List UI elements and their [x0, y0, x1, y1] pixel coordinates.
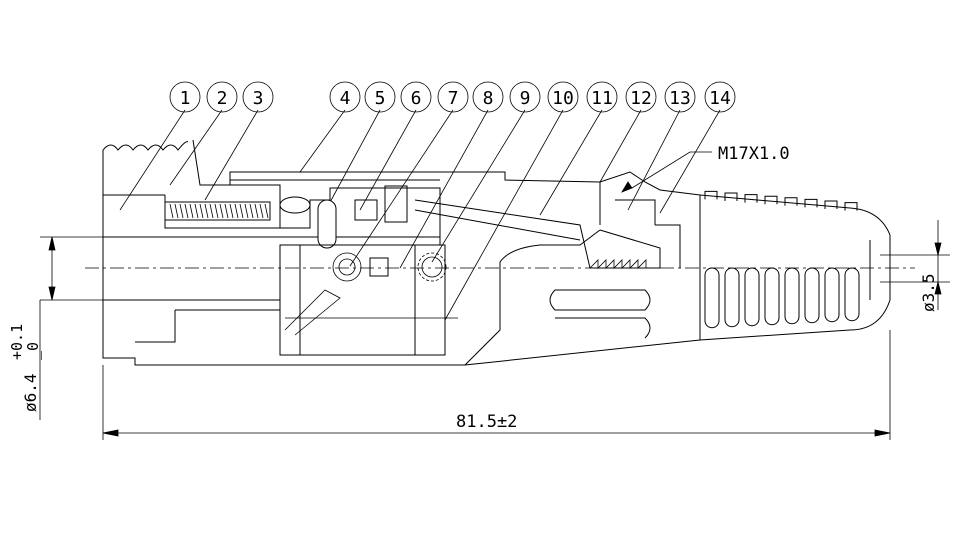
callout-7: 7 [437, 81, 469, 113]
spring-coil [249, 203, 254, 219]
boot-rib-top [824, 200, 838, 209]
callout-label: 7 [448, 88, 459, 109]
boot-rib-top [744, 194, 758, 203]
spring-coil [264, 203, 269, 219]
boot-rib-top [724, 192, 738, 201]
spring-coil [239, 203, 244, 219]
spring-coil [179, 203, 184, 219]
callout-label: 11 [591, 88, 613, 109]
callout-circle [586, 81, 618, 113]
spring-coil [259, 203, 264, 219]
dimension-lines [39, 181, 950, 440]
spring-coil [234, 203, 239, 219]
boot-rib [704, 267, 720, 329]
callout-circle [547, 81, 579, 113]
callout-6: 6 [400, 81, 432, 113]
spring-coil [189, 203, 194, 219]
boot-rib-top [844, 202, 858, 211]
boot-rib [784, 267, 800, 325]
spring [169, 203, 269, 219]
spring-coil [194, 203, 199, 219]
callout-circle [169, 81, 201, 113]
callout-label: 5 [375, 88, 386, 109]
boot-rib [844, 267, 860, 322]
boot-rib [764, 267, 780, 326]
boot-ribs [704, 190, 860, 329]
callout-11: 11 [586, 81, 618, 113]
callout-label: 13 [669, 88, 691, 109]
callout-circle [472, 81, 504, 113]
left-tolerance-lower: _0 [24, 342, 42, 360]
boot-rib-top [784, 197, 798, 206]
callout-2: 2 [206, 81, 238, 113]
callout-circle [400, 81, 432, 113]
callout-label: 10 [552, 88, 574, 109]
spring-coil [174, 203, 179, 219]
spring-coil [169, 203, 174, 219]
boot-rib [744, 267, 760, 327]
callout-13: 13 [664, 81, 696, 113]
callout-label: 2 [217, 88, 228, 109]
spring-coil [204, 203, 209, 219]
callout-10: 10 [547, 81, 579, 113]
right-diameter-label: ø3.5 [919, 273, 938, 312]
spring-coil [244, 203, 249, 219]
boot-rib-top [804, 198, 818, 208]
callout-label: 1 [180, 88, 191, 109]
spring-coil [229, 203, 234, 219]
boot-rib [724, 267, 740, 328]
spring-coil [254, 203, 259, 219]
spring-coil [219, 203, 224, 219]
left-tolerance-upper: +0.1 [8, 324, 26, 360]
callout-circle [206, 81, 238, 113]
connector-body [102, 139, 891, 366]
boot-rib [804, 267, 820, 324]
callout-14: 14 [704, 81, 736, 113]
callout-circle [704, 81, 736, 113]
callout-4: 4 [329, 81, 361, 113]
thread-label: M17X1.0 [718, 144, 790, 164]
callout-label: 8 [483, 88, 494, 109]
callout-circle [509, 81, 541, 113]
callout-label: 14 [709, 88, 731, 109]
callout-label: 12 [630, 88, 652, 109]
callout-12: 12 [625, 81, 657, 113]
callout-circle [664, 81, 696, 113]
callout-circle [437, 81, 469, 113]
callout-5: 5 [364, 81, 396, 113]
callout-circle [329, 81, 361, 113]
callout-3: 3 [242, 81, 274, 113]
left-diameter-label: ø6.4 [21, 373, 40, 412]
callout-circle [625, 81, 657, 113]
spring-coil [224, 203, 229, 219]
length-label: 81.5±2 [456, 412, 517, 432]
callout-label: 6 [411, 88, 422, 109]
leader-lines [119, 109, 721, 321]
callout-1: 1 [169, 81, 201, 113]
spring-coil [214, 203, 219, 219]
spring-coil [209, 203, 214, 219]
callout-9: 9 [509, 81, 541, 113]
spring-coil [199, 203, 204, 219]
callout-label: 9 [520, 88, 531, 109]
spring-coil [184, 203, 189, 219]
callout-label: 3 [253, 88, 264, 109]
callout-circle [242, 81, 274, 113]
callout-label: 4 [340, 88, 351, 109]
boot-rib-top [764, 195, 778, 205]
boot-rib [824, 267, 840, 323]
callout-circle [364, 81, 396, 113]
callout-8: 8 [472, 81, 504, 113]
boot-rib-top [704, 190, 718, 200]
